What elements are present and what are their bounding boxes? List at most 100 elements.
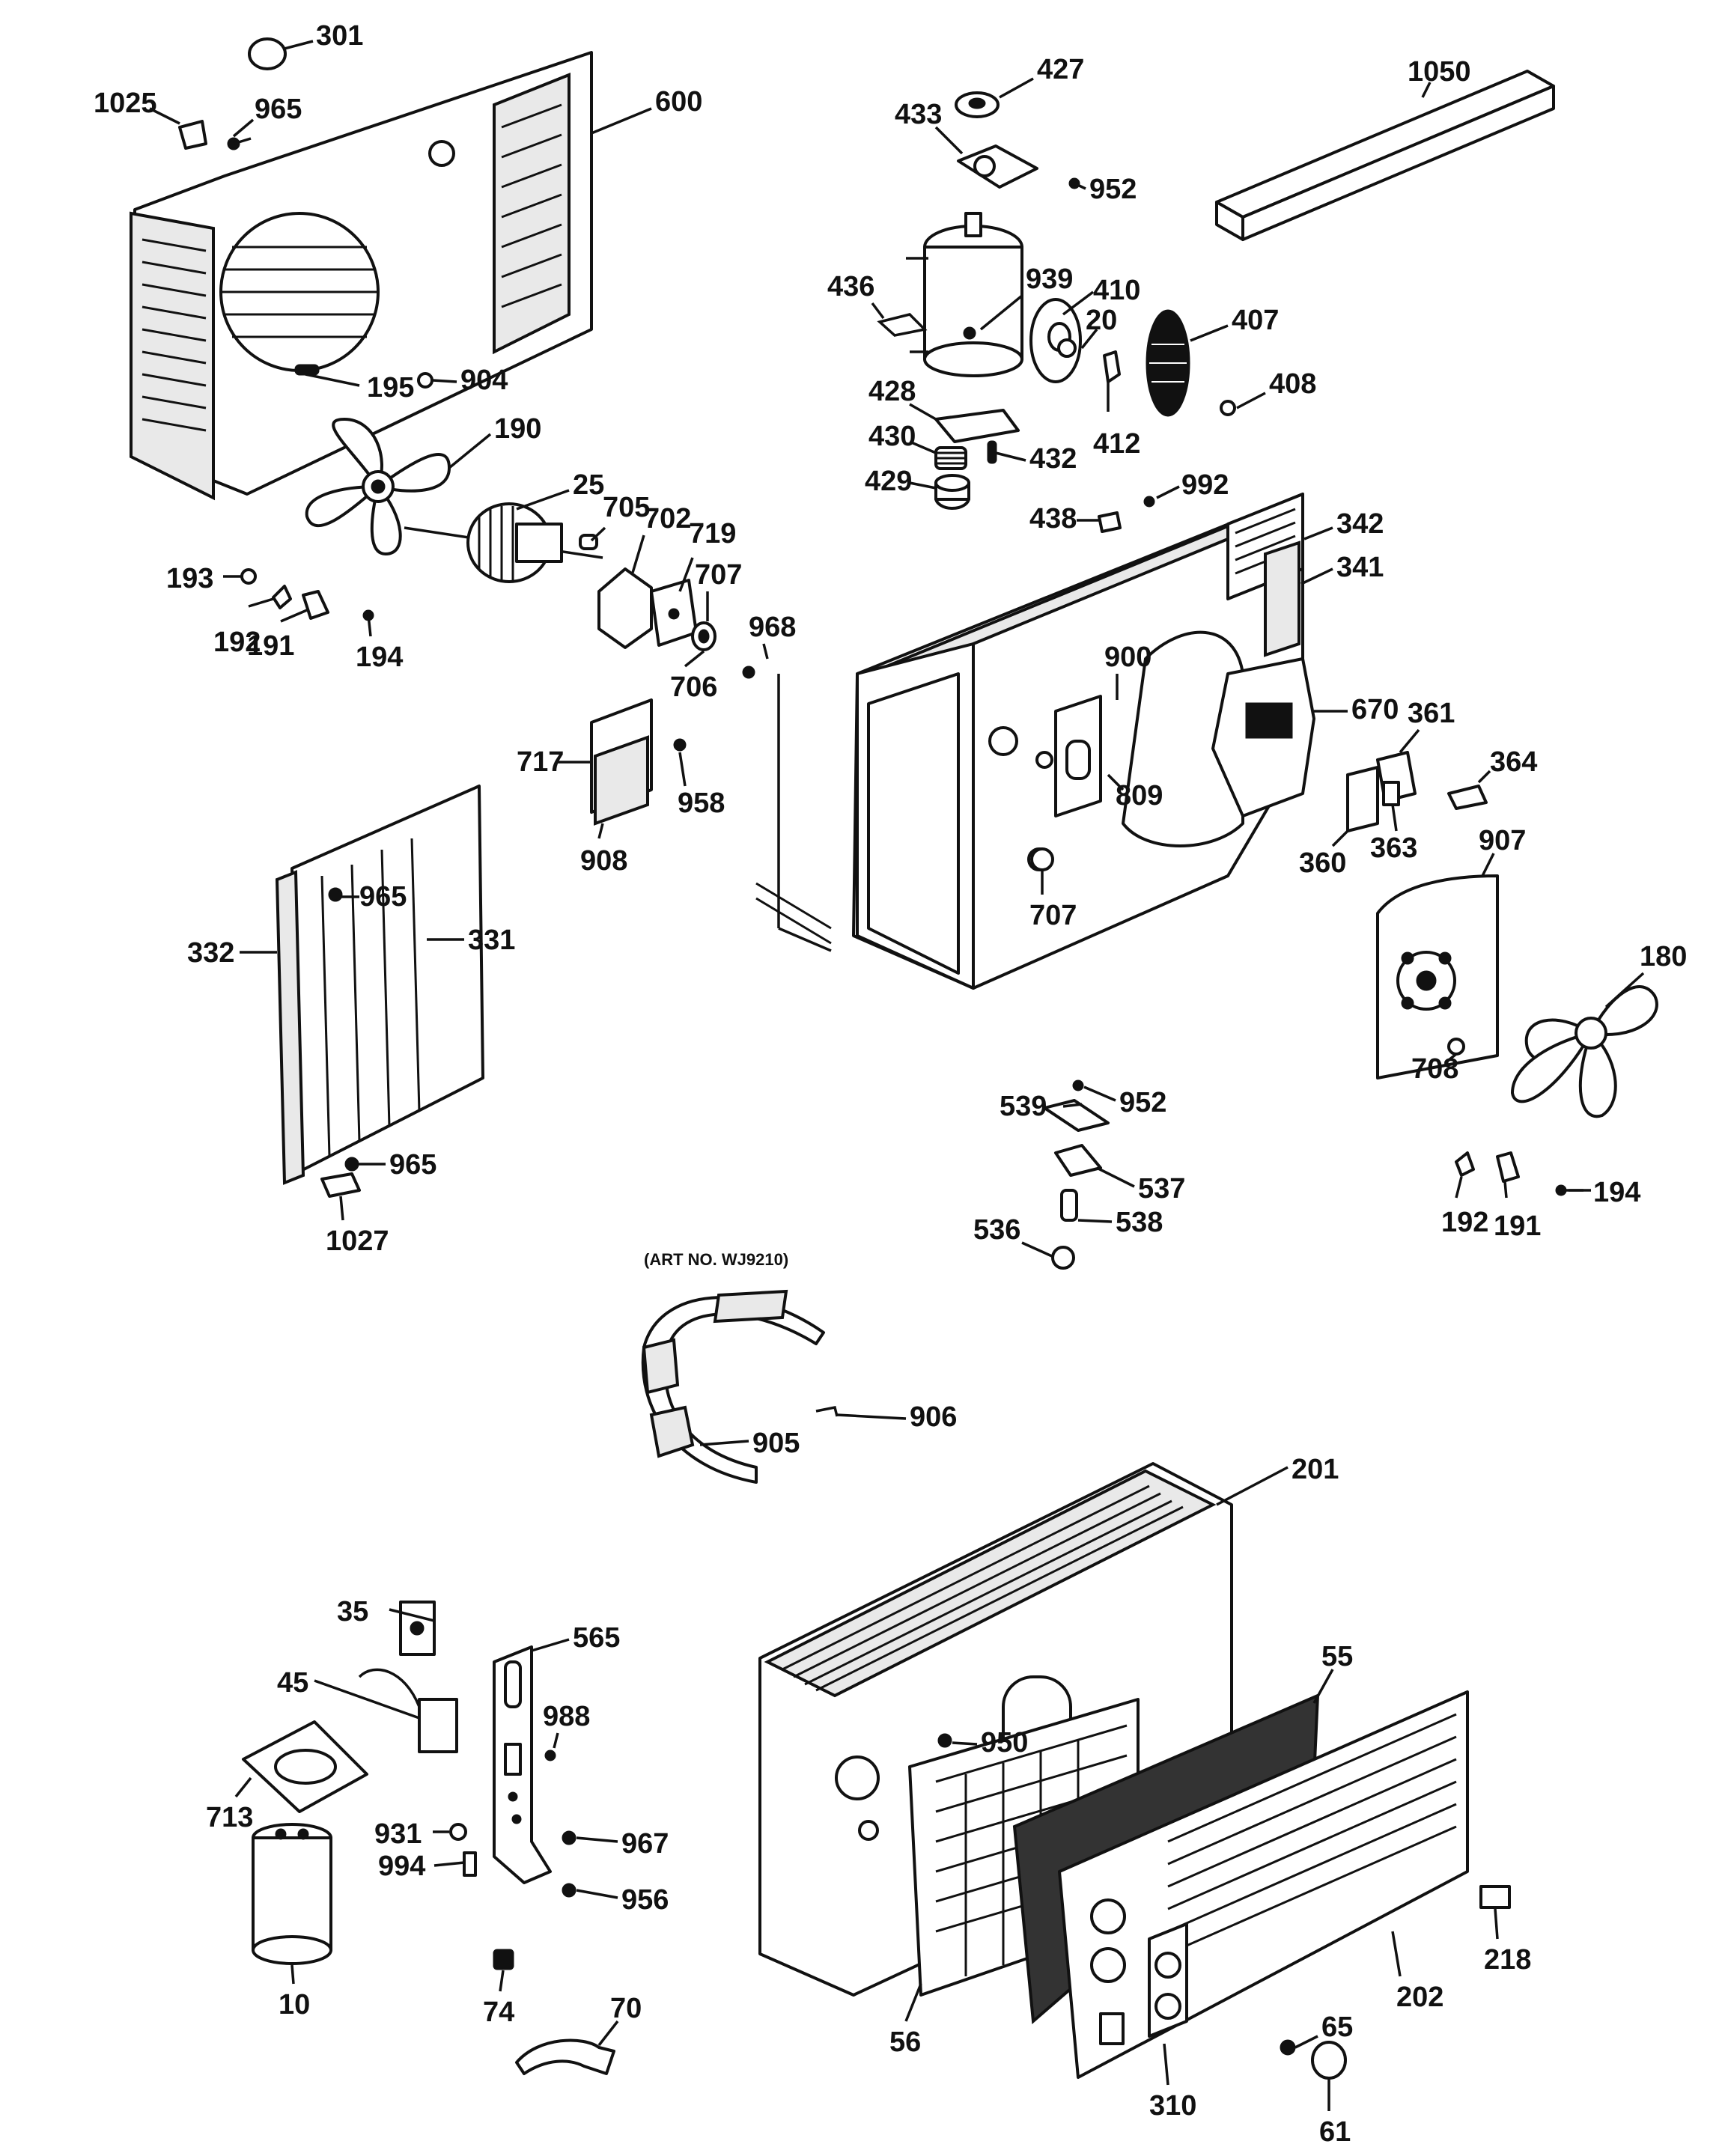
art-number-note: (ART NO. WJ9210) [644,1250,788,1269]
callout-label: 35 [337,1596,368,1627]
grommet-part-707-lower [1030,847,1054,871]
divider-part-900 [1054,695,1102,817]
clip-part-74 [493,1949,514,1970]
callout-label: 430 [868,421,916,452]
callout-label: 967 [621,1828,669,1860]
callout-label: 191 [247,630,294,662]
callout-label: 45 [277,1667,308,1699]
front-grille-part-202 [1058,1690,1469,2079]
clip-part-412 [1103,350,1121,383]
callout-label: 201 [1292,1454,1339,1485]
callout-label: 908 [580,845,627,877]
compressor-part-410 [906,212,1023,377]
bracket-part-1025 [178,120,207,150]
callout-label: 180 [1640,941,1687,972]
callout-label: 193 [166,563,213,594]
callout-label: 906 [910,1401,957,1433]
callout-label: 717 [517,746,564,778]
knob-spring-part-65 [1280,2039,1296,2056]
callout-label: 809 [1116,780,1163,811]
switch-part-35 [399,1601,436,1656]
callout-label: 70 [610,1993,642,2024]
bolt-part-538 [1060,1189,1078,1222]
callout-label: 708 [1411,1053,1458,1085]
barrier-part-907 [1376,874,1499,1079]
insulator-part-407 [1146,309,1190,417]
grommet-part-427 [955,91,1000,118]
bracket-part-719 [650,579,698,647]
callout-label: 25 [573,469,604,501]
callout-label: 410 [1093,275,1140,306]
callout-label: 202 [1396,1982,1443,2013]
callout-label: 956 [621,1884,669,1916]
strap-part-539 [1043,1099,1110,1132]
spring-part-430 [934,446,967,470]
callout-label: 965 [359,881,407,913]
callout-label: 707 [1029,900,1077,931]
callout-label: 194 [356,642,403,673]
callout-label: 412 [1093,428,1140,460]
callout-label: 965 [389,1149,436,1181]
callout-label: 907 [1479,825,1526,856]
bracket-part-433 [957,144,1038,189]
callout-label: 539 [1000,1091,1047,1122]
cover-part-218 [1479,1885,1511,1909]
callout-label: 342 [1336,508,1384,540]
callout-label: 364 [1490,746,1537,778]
screw-part-994 [463,1851,477,1877]
screw-part-965-mid [328,887,343,902]
panel-part-310 [1099,2012,1125,2045]
callout-label: 939 [1026,264,1073,295]
callout-label: 408 [1269,368,1316,400]
screw-part-952-top [1068,177,1086,190]
fan-motor-part-25 [404,502,603,583]
screw-part-967 [562,1830,576,1845]
callout-label: 905 [752,1428,800,1459]
callout-label: 713 [206,1802,253,1833]
callout-label: 1027 [326,1225,389,1257]
thermostat-part-45 [358,1668,458,1753]
control-bracket-part-565 [493,1645,552,1884]
callout-label: 705 [603,492,650,523]
shroud-part-809 [1122,630,1244,847]
nut-part-193 [240,568,257,585]
callout-label: 1050 [1408,56,1471,88]
screw-part-965-top [227,137,252,150]
callout-label: 536 [973,1214,1020,1246]
plate-part-717 [590,698,653,826]
screw-part-956 [562,1883,576,1898]
callout-label: 1025 [94,88,157,119]
harness-part-70 [515,2038,615,2075]
callout-label: 191 [1494,1211,1541,1242]
blower-wheel-part-190 [305,418,451,555]
clip-part-436 [877,313,928,337]
callout-label: 432 [1029,443,1077,475]
callout-label: 55 [1321,1641,1353,1672]
callout-label: 538 [1116,1207,1163,1238]
nut-part-536 [1051,1246,1075,1270]
callout-label: 341 [1336,552,1384,583]
clip-part-363 [1382,781,1400,806]
clip-part-438 [1098,511,1122,533]
side-curtain-part-331 [275,785,484,1185]
callout-label: 20 [1086,305,1117,336]
callout-label: 702 [644,503,691,535]
overload-part-20 [1057,338,1077,358]
callout-label: 218 [1484,1944,1531,1976]
bracket-part-1027 [320,1172,361,1198]
callout-label: 900 [1104,642,1151,673]
callout-label: 428 [868,376,916,407]
callout-label: 438 [1029,503,1077,535]
mount-part-702 [597,567,653,649]
condenser-fan-part-180 [1511,985,1658,1118]
screw-part-939 [963,326,976,340]
outer-case-part-600 [130,51,593,501]
clip-part-192-right [1455,1151,1475,1177]
plate-part-341 [1264,540,1300,657]
callout-label: 706 [670,672,717,703]
nut-part-931 [449,1823,467,1841]
callout-label: 565 [573,1622,620,1654]
callout-label: 310 [1149,2090,1196,2122]
clip-part-364 [1447,785,1488,810]
